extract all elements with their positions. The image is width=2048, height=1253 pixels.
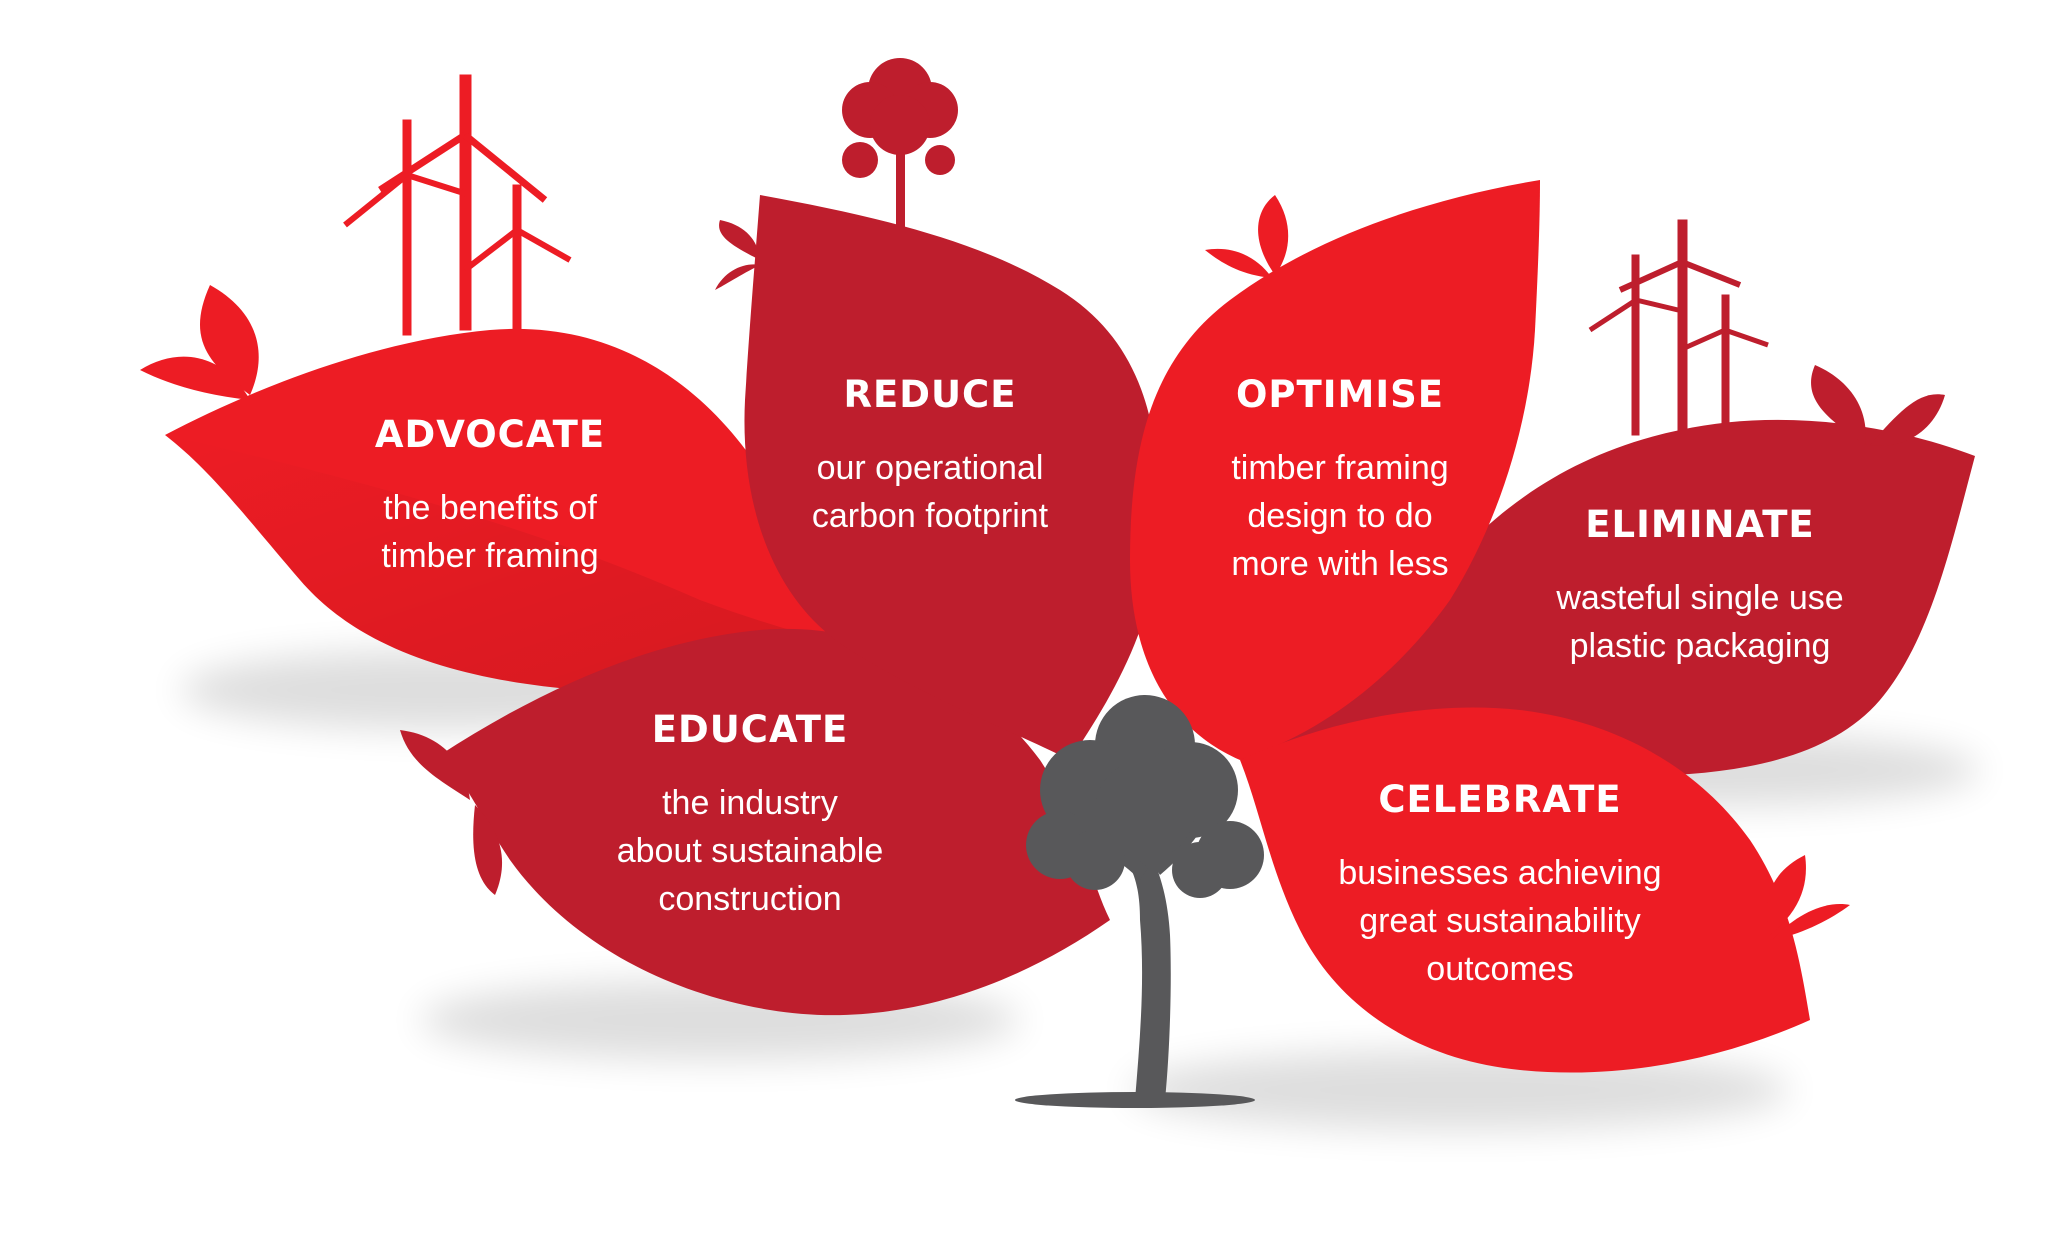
wind-turbines-left	[343, 74, 572, 336]
celebrate-line: businesses achieving	[1338, 853, 1662, 892]
advocate-description: the benefits of timber framing	[320, 484, 660, 580]
celebrate-description: businesses achieving great sustainabilit…	[1300, 849, 1700, 993]
small-tree-top	[842, 58, 958, 230]
celebrate-title: CELEBRATE	[1378, 778, 1622, 821]
sprout-right-top	[1811, 365, 1945, 446]
eliminate-line: plastic packaging	[1569, 626, 1831, 665]
sprout-bottom-left	[400, 730, 503, 895]
leaf-card-optimise: OPTIMISE timber framing design to do mor…	[1170, 373, 1510, 588]
leaf-card-celebrate: CELEBRATE businesses achieving great sus…	[1300, 778, 1700, 993]
reduce-description: our operational carbon footprint	[760, 444, 1100, 540]
optimise-line: design to do	[1247, 496, 1433, 535]
optimise-description: timber framing design to do more with le…	[1170, 444, 1510, 588]
educate-description: the industry about sustainable construct…	[580, 779, 920, 923]
optimise-line: timber framing	[1231, 448, 1449, 487]
eliminate-title: ELIMINATE	[1585, 503, 1815, 546]
sprout-reduce	[715, 220, 760, 290]
eliminate-description: wasteful single use plastic packaging	[1510, 574, 1890, 670]
leaf-eliminate	[1240, 419, 1975, 777]
optimise-line: more with less	[1231, 544, 1449, 583]
leaf-educate	[440, 628, 1110, 1016]
leaf-card-educate: EDUCATE the industry about sustainable c…	[580, 708, 920, 923]
leaf-card-advocate: ADVOCATE the benefits of timber framing	[320, 413, 660, 580]
center-tree	[1015, 695, 1264, 1108]
leaf-card-eliminate: ELIMINATE wasteful single use plastic pa…	[1510, 503, 1890, 670]
celebrate-line: outcomes	[1426, 949, 1574, 988]
reduce-line: our operational	[816, 448, 1044, 487]
educate-line: about sustainable	[616, 831, 884, 870]
leaf-advocate-fold	[165, 435, 930, 694]
leaf-optimise	[1130, 180, 1540, 760]
educate-line: construction	[658, 879, 842, 918]
educate-line: the industry	[662, 783, 838, 822]
reduce-title: REDUCE	[843, 373, 1017, 416]
sprout-optimise	[1205, 195, 1289, 278]
sprout-left	[140, 285, 259, 400]
leaf-card-reduce: REDUCE our operational carbon footprint	[760, 373, 1100, 540]
wind-turbines-right	[1588, 219, 1769, 436]
leaf-celebrate	[1240, 707, 1810, 1073]
advocate-line: the benefits of	[383, 488, 597, 527]
advocate-title: ADVOCATE	[374, 413, 606, 456]
eliminate-line: wasteful single use	[1556, 578, 1844, 617]
advocate-line: timber framing	[381, 536, 599, 575]
educate-title: EDUCATE	[651, 708, 849, 751]
optimise-title: OPTIMISE	[1235, 373, 1445, 416]
reduce-line: carbon footprint	[811, 496, 1049, 535]
celebrate-line: great sustainability	[1359, 901, 1641, 940]
sprout-celebrate	[1766, 855, 1850, 940]
leaf-reduce	[744, 195, 1160, 760]
